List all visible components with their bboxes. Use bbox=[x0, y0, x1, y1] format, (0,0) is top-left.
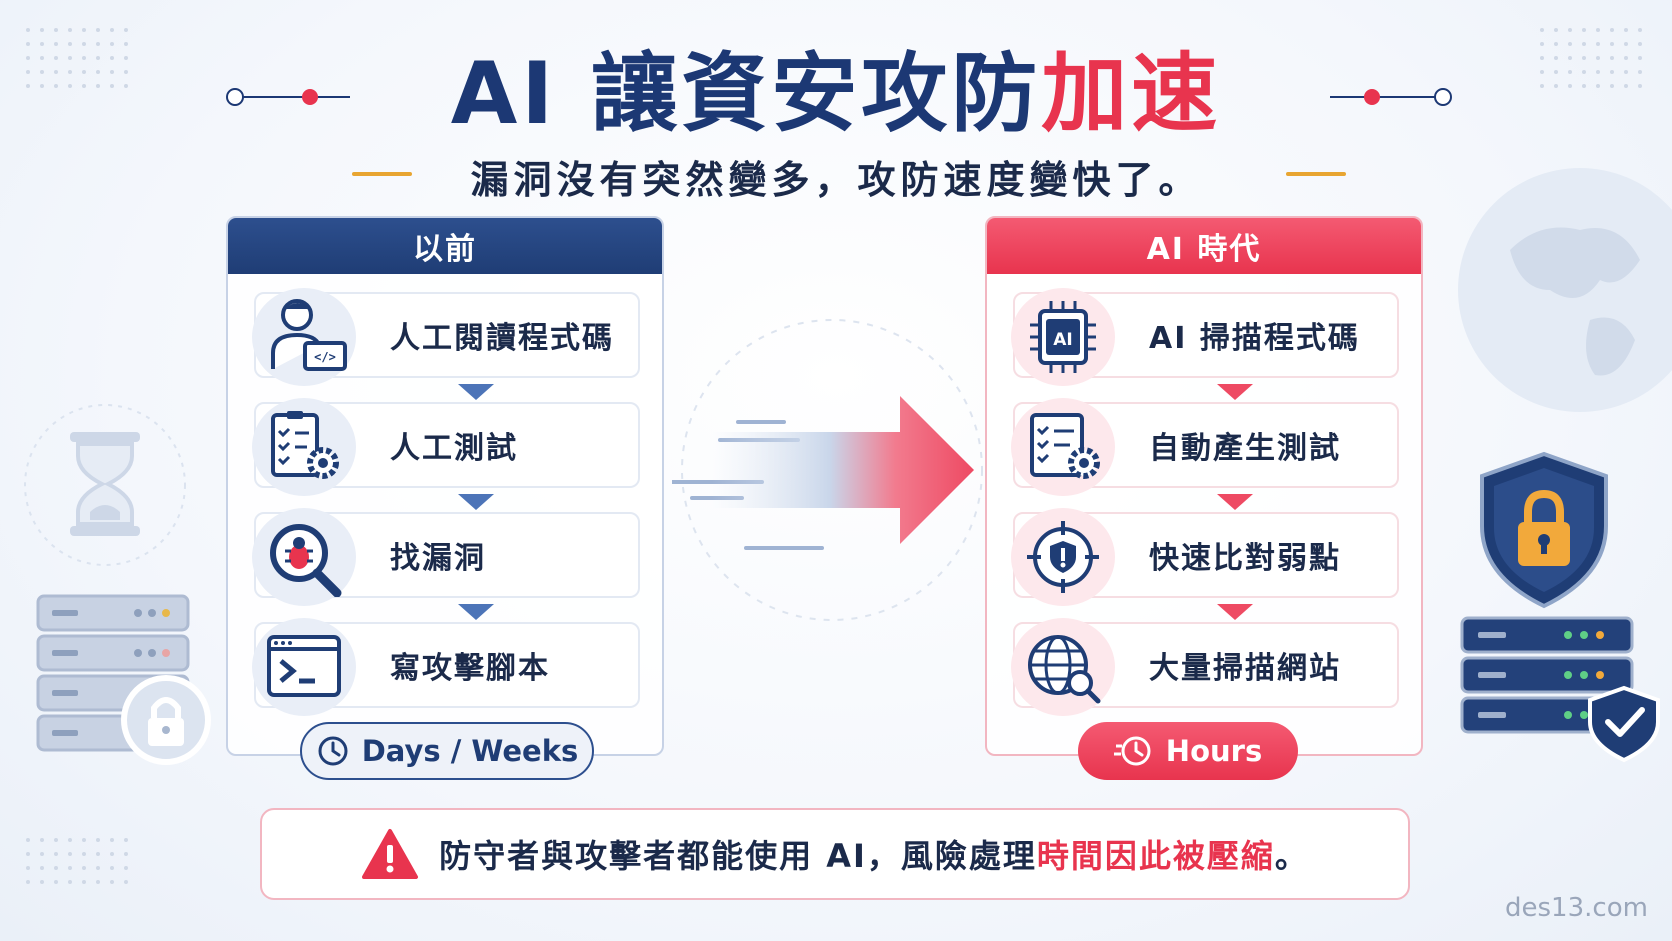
step-ai-code-scan: AI AI 掃描程式碼 bbox=[1011, 288, 1399, 386]
panel-ai-era: AI 時代 AI AI 掃描程式碼 bbox=[985, 216, 1423, 756]
title-row: AI 讓資安攻防加速 bbox=[0, 30, 1672, 144]
title-deco-line-left bbox=[240, 96, 350, 98]
flow-arrow-down bbox=[1217, 604, 1253, 620]
subtitle-deco-left bbox=[352, 172, 412, 176]
duration-badge-before: Days / Weeks bbox=[300, 722, 594, 780]
title-deco-line-right bbox=[1330, 96, 1440, 98]
bug-magnifier-icon bbox=[270, 524, 342, 597]
step-quick-weakness-match: 快速比對弱點 bbox=[1011, 508, 1399, 606]
subtitle-deco-right bbox=[1286, 172, 1346, 176]
clock-icon bbox=[318, 736, 348, 766]
checklist-gear-icon bbox=[1030, 413, 1100, 479]
dot-grid-top-left bbox=[26, 28, 128, 88]
terminal-icon bbox=[267, 635, 341, 697]
hourglass-icon bbox=[24, 404, 186, 566]
shield-lock-icon bbox=[1480, 451, 1608, 609]
panel-ai-era-header: AI 時代 bbox=[987, 218, 1421, 274]
page-title: AI 讓資安攻防加速 bbox=[451, 23, 1222, 148]
title-deco-dot-left bbox=[302, 89, 318, 105]
warning-note: 防守者與攻擊者都能使用 AI，風險處理時間因此被壓縮。 bbox=[260, 808, 1410, 900]
duration-text: Days / Weeks bbox=[361, 734, 579, 768]
target-shield-icon bbox=[1027, 521, 1099, 593]
svg-text:</>: </> bbox=[314, 350, 336, 364]
ai-chip-text: AI bbox=[1053, 330, 1072, 350]
step-label: 找漏洞 bbox=[390, 541, 486, 576]
flow-arrow-down bbox=[458, 384, 494, 400]
title-deco-dot-right bbox=[1364, 89, 1380, 105]
clock-icon bbox=[1113, 736, 1151, 766]
title-deco-ring-right bbox=[1434, 88, 1452, 106]
flow-arrow-down bbox=[458, 494, 494, 510]
flow-arrow-down bbox=[1217, 494, 1253, 510]
step-label: 人工閱讀程式碼 bbox=[390, 321, 614, 356]
dot-grid-top-right bbox=[1540, 28, 1642, 88]
dot-grid-bottom-left bbox=[26, 838, 128, 884]
developer-laptop-icon: </> bbox=[271, 299, 347, 371]
globe-search-icon bbox=[1028, 635, 1101, 704]
step-label: 寫攻擊腳本 bbox=[390, 651, 550, 686]
warning-icon bbox=[362, 829, 419, 879]
watermark: des13.com bbox=[1505, 893, 1648, 923]
panel-before: 以前 </> 人工閱讀程式碼 人工測試 bbox=[226, 216, 664, 756]
server-stack-right-icon bbox=[1460, 616, 1660, 763]
step-mass-website-scan: 大量掃描網站 bbox=[1011, 618, 1399, 716]
step-manual-testing: 人工測試 bbox=[252, 398, 640, 496]
step-manual-code-reading: </> 人工閱讀程式碼 bbox=[252, 288, 640, 386]
warning-text-end: 。 bbox=[1274, 837, 1309, 875]
title-main: AI 讓資安攻防 bbox=[450, 43, 1042, 144]
title-deco-ring-left bbox=[226, 88, 244, 106]
flow-arrow-down bbox=[458, 604, 494, 620]
title-highlight: 加速 bbox=[1041, 43, 1222, 144]
step-label: AI 掃描程式碼 bbox=[1149, 321, 1360, 356]
step-label: 人工測試 bbox=[390, 431, 518, 466]
step-auto-generate-tests: 自動產生測試 bbox=[1011, 398, 1399, 496]
flow-arrow-down bbox=[1217, 384, 1253, 400]
step-label: 快速比對弱點 bbox=[1149, 541, 1341, 576]
duration-text: Hours bbox=[1165, 734, 1263, 768]
subtitle: 漏洞沒有突然變多，攻防速度變快了。 bbox=[470, 157, 1202, 202]
subtitle-row: 漏洞沒有突然變多，攻防速度變快了。 bbox=[0, 146, 1672, 206]
step-label: 大量掃描網站 bbox=[1149, 651, 1341, 686]
globe-background-icon bbox=[1458, 168, 1672, 412]
speed-arrow-icon bbox=[672, 319, 983, 621]
warning-text-highlight: 時間因此被壓縮 bbox=[1036, 837, 1275, 875]
step-label: 自動產生測試 bbox=[1149, 431, 1341, 466]
server-stack-left-icon bbox=[36, 594, 211, 765]
step-write-exploit-script: 寫攻擊腳本 bbox=[252, 618, 640, 716]
checklist-gear-icon bbox=[271, 411, 339, 479]
step-find-vulnerabilities: 找漏洞 bbox=[252, 508, 640, 606]
duration-badge-ai: Hours bbox=[1078, 722, 1298, 780]
panel-before-header: 以前 bbox=[228, 218, 662, 274]
warning-text-main: 防守者與攻擊者都能使用 AI，風險處理 bbox=[439, 837, 1037, 875]
warning-text: 防守者與攻擊者都能使用 AI，風險處理時間因此被壓縮。 bbox=[439, 831, 1309, 877]
ai-chip-icon: AI bbox=[1030, 301, 1096, 373]
